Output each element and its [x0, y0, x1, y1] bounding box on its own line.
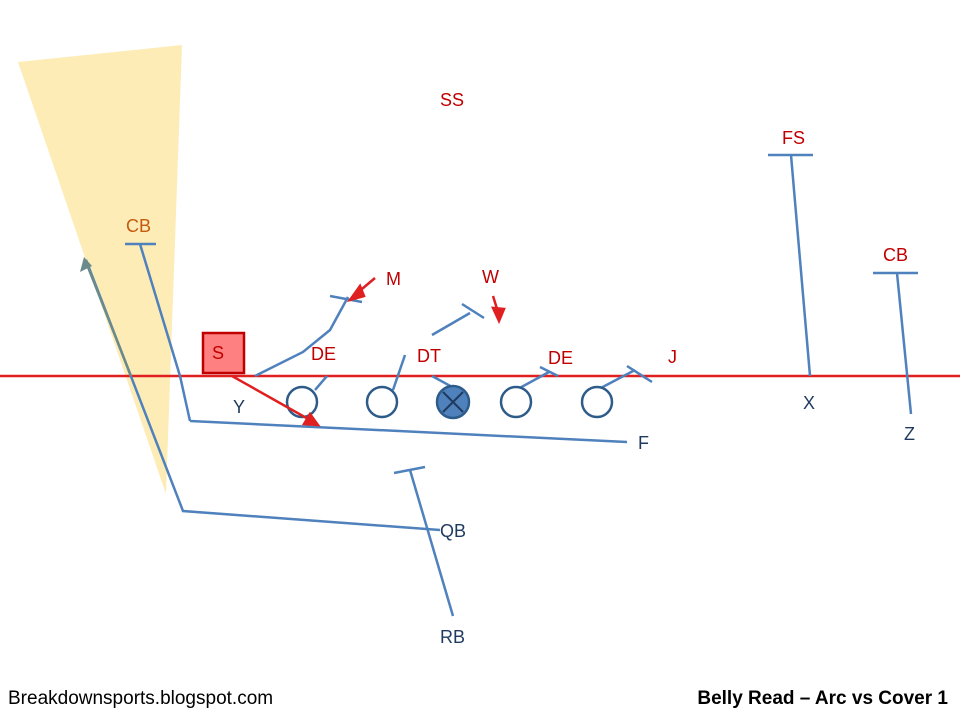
lineman-lt: [285, 385, 319, 419]
arc-arrowhead: [80, 257, 92, 272]
rb-label: RB: [440, 627, 465, 647]
lineman-rg: [499, 385, 533, 419]
fs-label: FS: [782, 128, 805, 148]
arrow-shaft-grey: [84, 261, 133, 377]
x-label: X: [803, 393, 815, 413]
dt-block-route: [431, 311, 471, 337]
center-lineman: [435, 384, 471, 420]
y-arc-block-route: [254, 296, 350, 378]
zone-shade: [18, 45, 182, 494]
s-label: S: [212, 343, 224, 363]
z-route: [895, 272, 913, 415]
x-route: [789, 154, 812, 377]
lineman-lg: [365, 385, 399, 419]
s-arrow: [231, 374, 311, 422]
de-right-label: DE: [548, 348, 573, 368]
lt-block: [314, 375, 328, 391]
f-motion-line: [189, 419, 628, 444]
cb-right-label: CB: [883, 245, 908, 265]
lg-block: [391, 354, 407, 391]
de-left-label: DE: [311, 344, 336, 364]
qb-block-t: [393, 465, 426, 475]
y-label: Y: [233, 397, 245, 417]
diagram-title: Belly Read – Arc vs Cover 1: [697, 688, 948, 709]
y-block-t: [329, 294, 363, 304]
dt-label: DT: [417, 346, 441, 366]
s-box: [201, 331, 246, 375]
cb-left-label: CB: [126, 216, 151, 236]
j-label: J: [668, 347, 677, 367]
m-label: M: [386, 269, 401, 289]
lineman-rt: [580, 385, 614, 419]
f-label: F: [638, 433, 649, 453]
m-arrowhead: [346, 283, 366, 303]
rt-block: [596, 368, 636, 392]
f-path: [138, 243, 192, 422]
z-label: Z: [904, 424, 915, 444]
w-label: W: [482, 267, 499, 287]
w-arrowhead: [490, 306, 506, 325]
rt-block-t: [626, 364, 653, 384]
dt-block-t: [461, 302, 485, 320]
s-arrowhead: [301, 411, 321, 427]
rb-qb-path: [408, 469, 455, 617]
ss-label: SS: [440, 90, 464, 110]
qb-label: QB: [440, 521, 466, 541]
rg-block-t: [539, 365, 559, 378]
source-credit: Breakdownsports.blogspot.com: [8, 688, 274, 709]
